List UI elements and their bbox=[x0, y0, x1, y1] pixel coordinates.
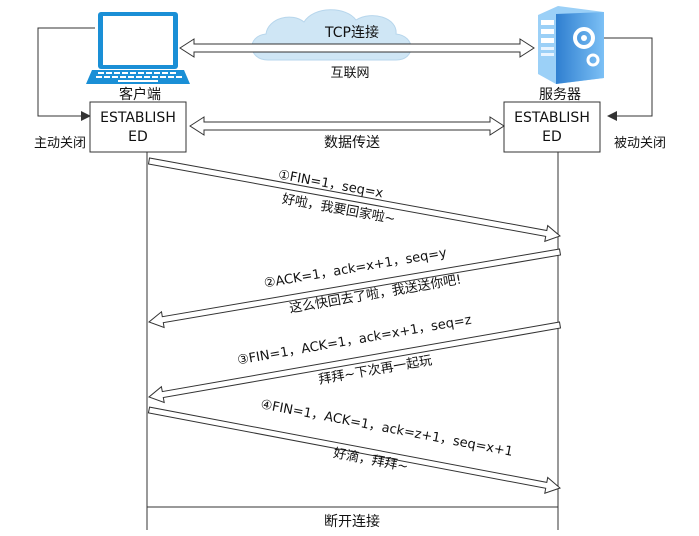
server-state-line2: ED bbox=[542, 129, 562, 145]
message-arrow-1 bbox=[147, 157, 561, 243]
server-state-line1: ESTABLISH bbox=[514, 110, 590, 126]
client-state-box: ESTABLISH ED bbox=[89, 101, 187, 153]
message-arrow-4 bbox=[147, 406, 561, 494]
active-close-label: 主动关闭 bbox=[34, 136, 86, 151]
client-state-line1: ESTABLISH bbox=[100, 110, 176, 126]
message-arrow-2 bbox=[148, 248, 562, 329]
client-state-line2: ED bbox=[128, 129, 148, 145]
passive-close-label: 被动关闭 bbox=[614, 136, 666, 151]
server-loop-arrow bbox=[604, 37, 653, 121]
message-header-4: ④FIN=1，ACK=1，ack=z+1，seq=x+1 bbox=[259, 397, 514, 460]
client-loop-arrow bbox=[37, 27, 95, 121]
server-icon bbox=[538, 6, 604, 84]
laptop-icon bbox=[86, 12, 190, 84]
tcp-link-arrow bbox=[179, 38, 535, 58]
server-state-box: ESTABLISH ED bbox=[503, 101, 601, 153]
message-arrow-3 bbox=[148, 321, 562, 404]
message-arrows: ①FIN=1，seq=x好啦，我要回家啦~②ACK=1，ack=x+1，seq=… bbox=[147, 157, 562, 494]
client-label: 客户端 bbox=[119, 86, 161, 103]
disconnect-label: 断开连接 bbox=[324, 513, 380, 530]
tcp-connection-label: TCP连接 bbox=[324, 24, 379, 41]
data-transfer-label: 数据传送 bbox=[324, 135, 380, 151]
data-transfer-arrow bbox=[189, 116, 505, 136]
server-label: 服务器 bbox=[539, 87, 581, 103]
internet-label: 互联网 bbox=[330, 66, 369, 81]
